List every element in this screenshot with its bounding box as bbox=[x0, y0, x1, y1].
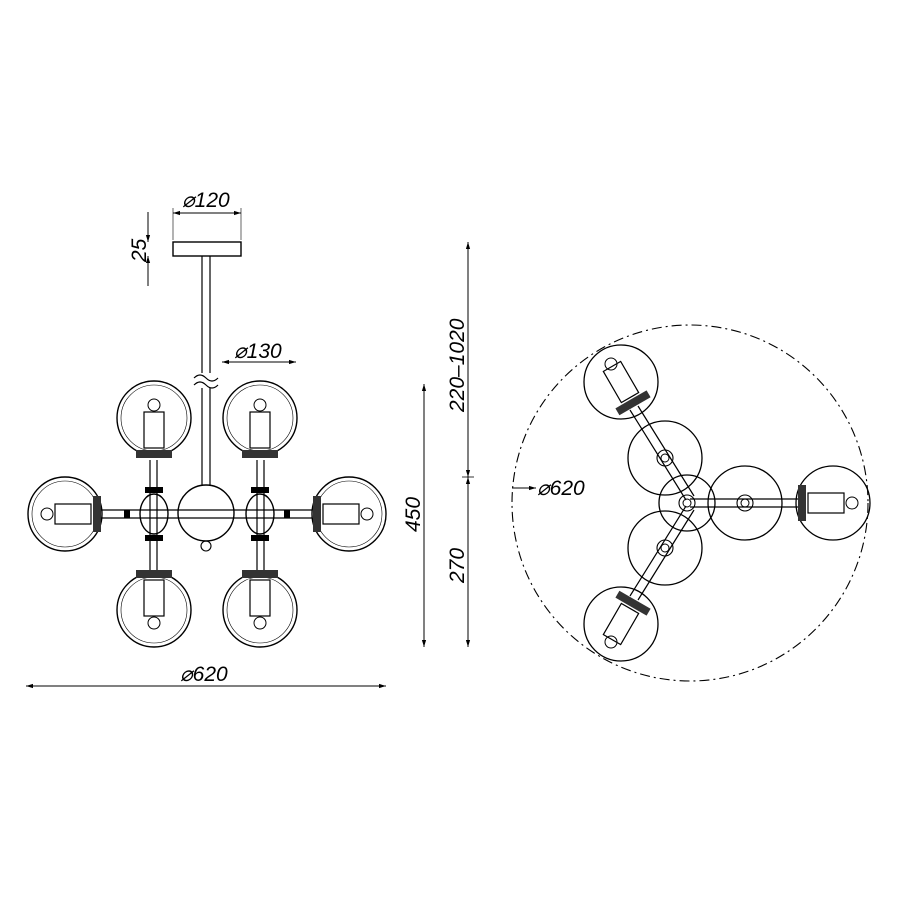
globe-bottom-left bbox=[116, 570, 192, 648]
top-outer-globe-right bbox=[795, 465, 871, 541]
globe-left bbox=[27, 476, 103, 552]
dimension-lines bbox=[26, 208, 474, 689]
globe-top-right bbox=[222, 380, 298, 458]
dim-canopy-diameter: ⌀120 bbox=[182, 189, 230, 212]
globe-top-left bbox=[116, 380, 192, 458]
dim-overall-diameter-top: ⌀620 bbox=[537, 477, 585, 500]
dimension-labels: ⌀120 25 ⌀130 220–1020 450 270 ⌀620 ⌀620 bbox=[128, 189, 585, 686]
dim-body-height: 450 bbox=[402, 497, 425, 532]
connector-left bbox=[139, 493, 169, 535]
break-symbol bbox=[193, 374, 219, 382]
dim-overall-diameter-side: ⌀620 bbox=[180, 663, 228, 686]
connector-right bbox=[245, 493, 275, 535]
top-outer-globe-lower bbox=[583, 586, 659, 662]
canopy bbox=[172, 241, 242, 257]
side-view bbox=[27, 241, 387, 648]
globe-bottom-right bbox=[222, 570, 298, 648]
dim-suspension: 220–1020 bbox=[446, 318, 469, 413]
globe-right bbox=[311, 476, 387, 552]
top-center-globe bbox=[658, 474, 716, 532]
top-outer-globe-upper bbox=[583, 344, 659, 420]
dim-canopy-height: 25 bbox=[128, 238, 151, 263]
top-view bbox=[511, 324, 871, 682]
top-mid-globe-lower bbox=[627, 510, 703, 586]
dim-lower-height: 270 bbox=[446, 548, 469, 584]
top-mid-globe-upper bbox=[627, 420, 703, 496]
dim-globe-diameter: ⌀130 bbox=[234, 340, 282, 363]
central-sphere bbox=[177, 484, 235, 542]
overall-diameter-circle bbox=[511, 324, 869, 682]
top-mid-globe-right bbox=[707, 465, 783, 541]
